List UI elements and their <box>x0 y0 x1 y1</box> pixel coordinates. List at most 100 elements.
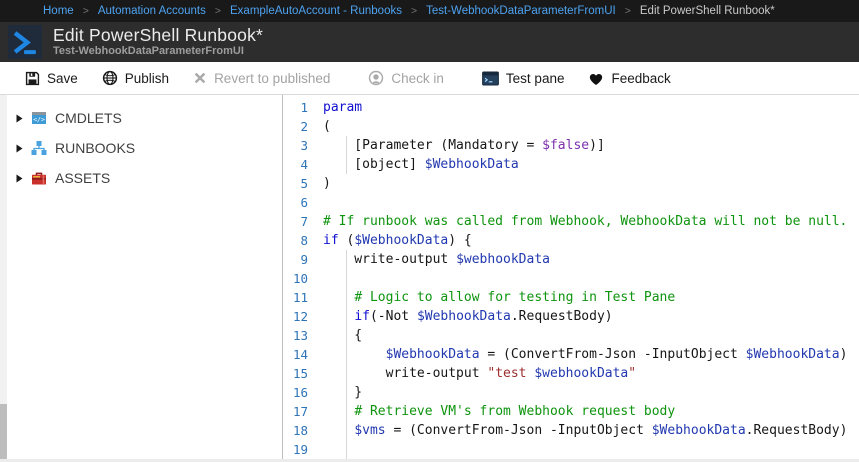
line-number: 3 <box>300 138 308 153</box>
expander-chevron-icon[interactable] <box>16 144 23 153</box>
code-line-11[interactable]: 11 # Logic to allow for testing in Test … <box>283 288 859 307</box>
line-number: 4 <box>300 157 308 172</box>
code-text: [Parameter (Mandatory = $false)] <box>317 136 859 155</box>
code-token-pl <box>323 290 354 305</box>
breadcrumb-item-test-webhookdataparameterfromui[interactable]: Test-WebhookDataParameterFromUI <box>426 5 616 17</box>
line-number: 17 <box>292 404 308 419</box>
code-text: param <box>317 98 859 117</box>
runbooks-icon <box>31 140 47 156</box>
code-line-5[interactable]: 5) <box>283 174 859 193</box>
breadcrumb-separator: > <box>624 5 631 17</box>
code-token-pl: ( <box>338 233 355 248</box>
breadcrumb-item-exampleautoaccount-runbooks[interactable]: ExampleAutoAccount - Runbooks <box>230 5 402 17</box>
toolbar-button-label: Test pane <box>505 70 565 86</box>
feedback-button[interactable]: Feedback <box>588 71 671 86</box>
code-token-str: "test <box>487 366 535 381</box>
code-line-19[interactable]: 19 <box>283 440 859 459</box>
breadcrumb-item-automation-accounts[interactable]: Automation Accounts <box>97 5 206 17</box>
code-text: ) <box>317 174 859 193</box>
code-token-pl: .RequestBody) <box>745 423 848 438</box>
code-token-pl <box>323 347 386 362</box>
code-line-18[interactable]: 18 $vms = (ConvertFrom-Json -InputObject… <box>283 421 859 440</box>
code-token-pl <box>323 404 354 419</box>
code-line-14[interactable]: 14 $WebhookData = (ConvertFrom-Json -Inp… <box>283 345 859 364</box>
sidebar-item-assets[interactable]: ASSETS <box>16 163 282 193</box>
code-token-pl: ) { <box>448 233 472 248</box>
revert-to-published-button[interactable]: Revert to published <box>193 71 330 86</box>
test-pane-button[interactable]: Test pane <box>482 70 565 86</box>
code-line-4[interactable]: 4 [object] $WebhookData <box>283 155 859 174</box>
code-line-3[interactable]: 3 [Parameter (Mandatory = $false)] <box>283 136 859 155</box>
code-token-pl: write-output <box>323 366 488 381</box>
code-token-pl: write-output <box>323 252 457 267</box>
code-token-pl: .RequestBody) <box>510 309 613 324</box>
breadcrumb: Home > Automation Accounts > ExampleAutoAcco… <box>0 0 859 22</box>
line-number: 10 <box>292 271 308 286</box>
checkin-icon <box>368 70 384 86</box>
toolbar: Save Publish Revert to published Check in Te… <box>0 62 859 95</box>
svg-text:</>: </> <box>33 116 45 124</box>
breadcrumb-separator: > <box>82 5 89 17</box>
line-number: 13 <box>292 328 308 343</box>
code-line-16[interactable]: 16 } <box>283 383 859 402</box>
breadcrumb-item-edit-powershell-runbook: Edit PowerShell Runbook* <box>639 5 775 17</box>
code-text: # Retrieve VM's from Webhook request bod… <box>317 402 859 421</box>
publish-button[interactable]: Publish <box>102 70 169 86</box>
code-line-2[interactable]: 2( <box>283 117 859 136</box>
code-token-pl: ) <box>839 347 848 362</box>
line-number: 12 <box>292 309 308 324</box>
sidebar-scrollbar-track[interactable] <box>0 95 7 459</box>
code-line-7[interactable]: 7# If runbook was called from Webhook, W… <box>283 212 859 231</box>
breadcrumb-separator: > <box>410 5 418 17</box>
code-text: } <box>317 383 859 402</box>
code-token-pl <box>323 423 354 438</box>
code-token-var: $webhookData <box>456 252 550 267</box>
code-token-pl: ) <box>323 176 331 191</box>
expander-chevron-icon[interactable] <box>16 114 23 123</box>
page-title: Edit PowerShell Runbook* <box>53 25 264 45</box>
sidebar: </>CMDLETS RUNBOOKS ASSETS <box>0 95 283 459</box>
toolbar-button-label: Revert to published <box>214 70 331 86</box>
code-token-pl: )] <box>589 138 605 153</box>
code-token-kw: if <box>354 309 370 324</box>
expander-chevron-icon[interactable] <box>16 174 23 183</box>
code-token-pl: = (ConvertFrom-Json -InputObject <box>385 423 652 438</box>
code-text: ( <box>317 117 859 136</box>
code-text: $WebhookData = (ConvertFrom-Json -InputO… <box>317 345 859 364</box>
line-number: 1 <box>300 100 308 115</box>
sidebar-item-runbooks[interactable]: RUNBOOKS <box>16 133 282 163</box>
code-line-10[interactable]: 10 <box>283 269 859 288</box>
code-line-1[interactable]: 1 param <box>283 98 859 117</box>
code-line-9[interactable]: 9 write-output $webhookData <box>283 250 859 269</box>
code-text: write-output "test $webhookData" <box>317 364 859 383</box>
code-line-13[interactable]: 13 { <box>283 326 859 345</box>
code-line-6[interactable]: 6 <box>283 193 859 212</box>
sidebar-scrollbar-thumb[interactable] <box>0 404 7 459</box>
check-in-button[interactable]: Check in <box>368 70 444 86</box>
code-token-pl <box>323 309 354 324</box>
code-token-com: # Logic to allow for testing in Test Pan… <box>354 290 676 305</box>
cmdlets-icon: </> <box>31 110 47 126</box>
code-token-var: $WebhookData <box>424 157 519 172</box>
code-text: if(-Not $WebhookData.RequestBody) <box>317 307 859 326</box>
breadcrumb-item-home[interactable]: Home <box>43 5 74 17</box>
page-header: Edit PowerShell Runbook* Test-WebhookDat… <box>0 22 859 62</box>
code-line-15[interactable]: 15 write-output "test $webhookData" <box>283 364 859 383</box>
toolbar-button-label: Check in <box>391 70 444 86</box>
code-token-com: # Retrieve VM's from Webhook request bod… <box>354 404 676 419</box>
sidebar-item-cmdlets[interactable]: </>CMDLETS <box>16 103 282 133</box>
save-button[interactable]: Save <box>25 71 78 86</box>
sidebar-item-label: ASSETS <box>55 170 111 186</box>
code-line-12[interactable]: 12 if(-Not $WebhookData.RequestBody) <box>283 307 859 326</box>
code-text <box>317 269 859 288</box>
line-number: 19 <box>292 442 308 457</box>
sidebar-item-label: RUNBOOKS <box>55 140 136 156</box>
toolbar-button-label: Publish <box>124 70 170 86</box>
code-line-17[interactable]: 17 # Retrieve VM's from Webhook request … <box>283 402 859 421</box>
breadcrumb-separator: > <box>214 5 222 17</box>
code-token-var: $vms <box>354 423 386 438</box>
code-text: if ($WebhookData) { <box>317 231 859 250</box>
